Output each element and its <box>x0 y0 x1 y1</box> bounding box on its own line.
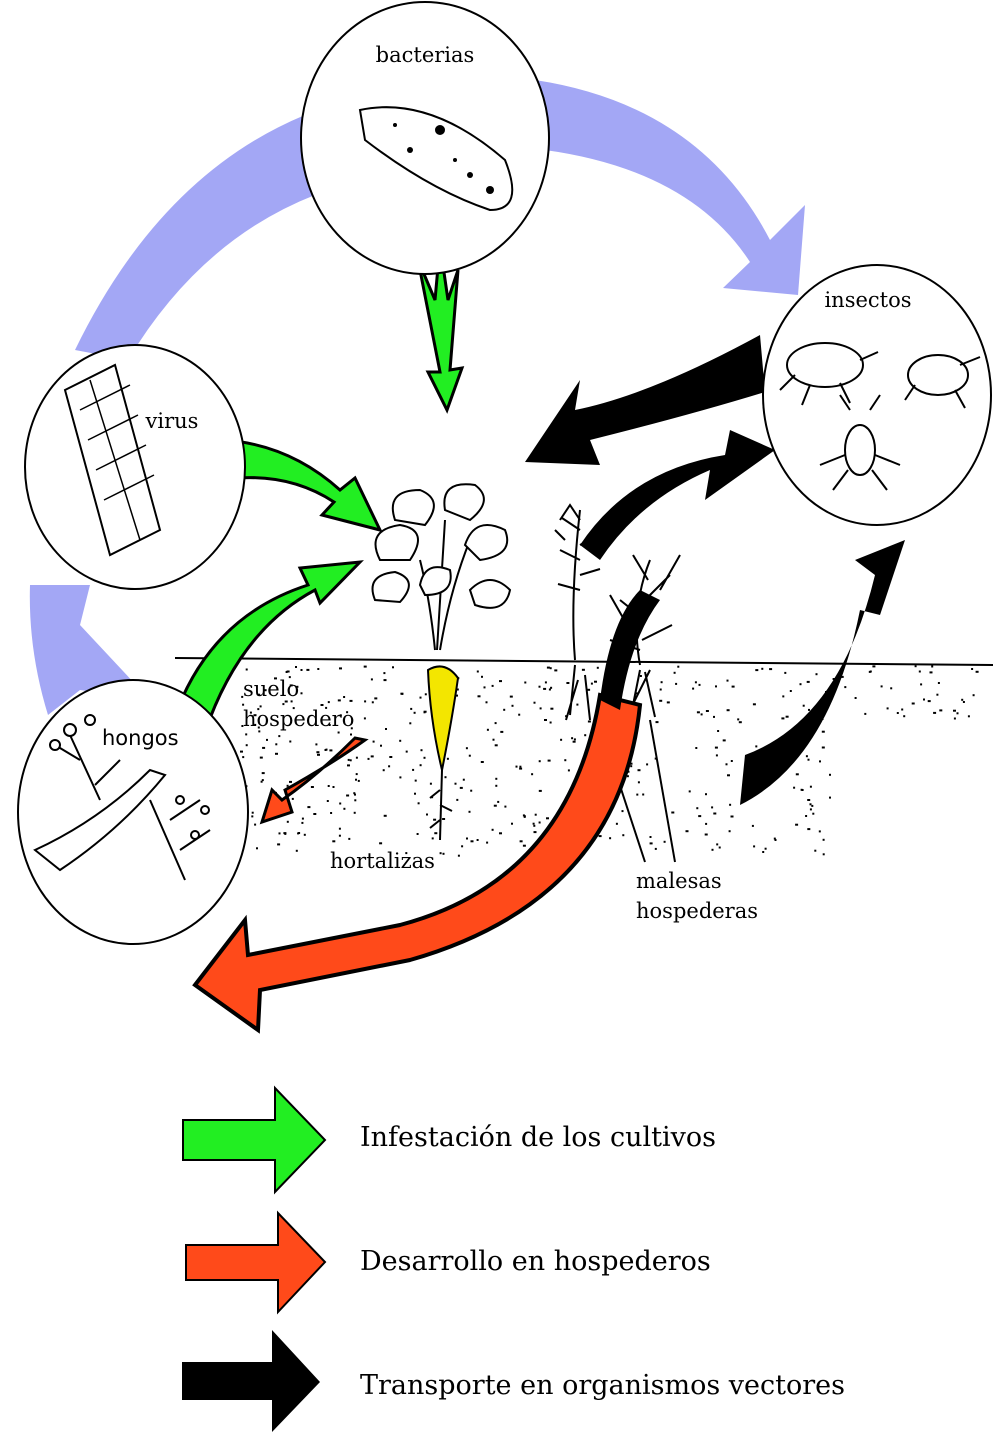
label-suelo: suelo <box>243 677 299 701</box>
label-virus: virus <box>145 409 199 433</box>
vector-arrow-malesas-to-insectos <box>580 430 775 560</box>
node-virus: virus <box>25 345 245 589</box>
legend-label-infestation: Infestación de los cultivos <box>360 1122 716 1153</box>
legend-label-vector-transport: Transporte en organismos vectores <box>360 1370 845 1401</box>
legend-arrow-orange <box>186 1213 325 1312</box>
vector-arrow-soil-to-insectos <box>740 540 905 805</box>
vector-arrow-malesas-stem <box>600 590 660 710</box>
legend-item-infestation: Infestación de los cultivos <box>183 1088 716 1192</box>
label-hospedero: hospedero <box>243 707 354 731</box>
node-insectos: insectos <box>763 265 991 525</box>
legend: Infestación de los cultivos Desarrollo e… <box>182 1088 845 1432</box>
legend-arrow-black <box>182 1330 320 1432</box>
cycle-arrow-bacterias-to-virus <box>75 115 315 360</box>
legend-arrow-green <box>183 1088 325 1192</box>
label-malesas: malesas <box>636 869 722 893</box>
node-hongos: hongos <box>18 680 248 944</box>
cycle-arrow-bacterias-to-insectos <box>535 80 805 295</box>
label-hortalizas: hortalizas <box>330 849 435 873</box>
crop-plant-illustration <box>373 484 511 840</box>
node-bacterias: bacterias <box>301 2 549 274</box>
label-hongos: hongos <box>102 726 179 750</box>
legend-label-host-development: Desarrollo en hospederos <box>360 1246 711 1277</box>
carrot-root <box>428 666 458 770</box>
host-development-arrow-suelo <box>262 738 365 822</box>
legend-item-vector-transport: Transporte en organismos vectores <box>182 1330 845 1432</box>
legend-item-host-development: Desarrollo en hospederos <box>186 1213 711 1312</box>
label-bacterias: bacterias <box>376 43 475 67</box>
label-insectos: insectos <box>824 288 911 312</box>
label-hospederas: hospederas <box>636 899 758 923</box>
